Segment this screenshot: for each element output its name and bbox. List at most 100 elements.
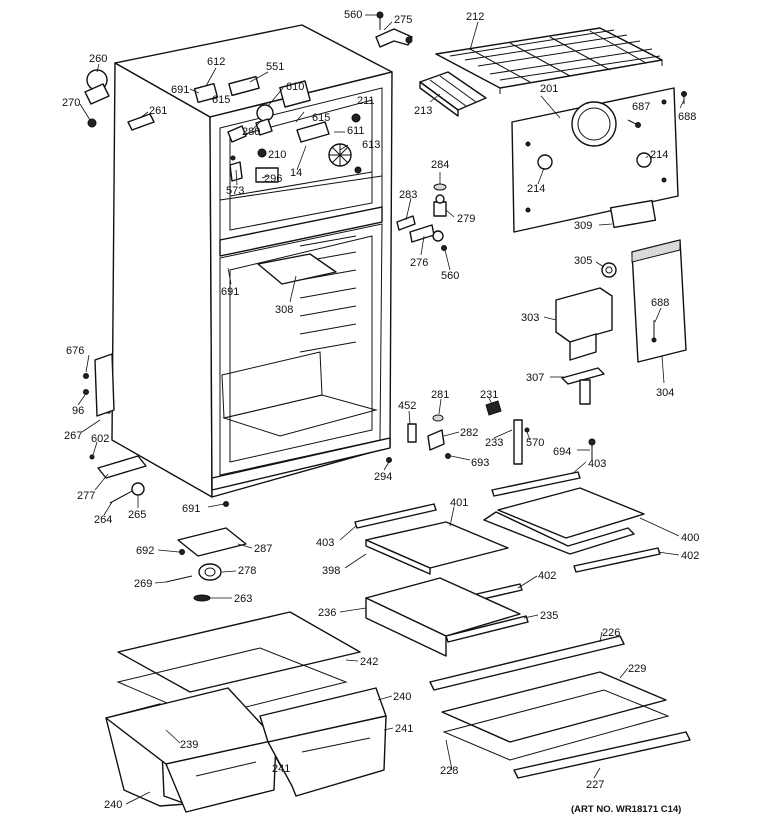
- callout-398: 398: [322, 565, 340, 577]
- ice-tray: [419, 71, 487, 117]
- callout-227: 227: [586, 779, 604, 791]
- callout-269: 269: [134, 578, 152, 590]
- callout-240: 240: [393, 691, 411, 703]
- callout-96: 96: [72, 405, 84, 417]
- callout-615: 615: [212, 94, 230, 106]
- callout-613: 613: [362, 139, 380, 151]
- callout-263: 263: [234, 593, 252, 605]
- callout-261: 261: [149, 105, 167, 117]
- callout-260: 260: [89, 53, 107, 65]
- callout-265: 265: [128, 509, 146, 521]
- callout-211: 211: [357, 95, 375, 107]
- callout-551: 551: [266, 61, 284, 73]
- callout-240-b: 240: [104, 799, 122, 811]
- callout-309: 309: [574, 220, 592, 232]
- callout-403-b: 403: [316, 537, 334, 549]
- callout-236: 236: [318, 607, 336, 619]
- callout-239: 239: [180, 739, 198, 751]
- callout-214-b: 214: [650, 149, 668, 161]
- callout-560: 560: [344, 9, 362, 21]
- callout-303: 303: [521, 312, 539, 324]
- callout-201: 201: [540, 83, 558, 95]
- lower-hinge-left: [83, 353, 115, 417]
- callout-228: 228: [440, 765, 458, 777]
- callout-294: 294: [374, 471, 392, 483]
- left-top-parts: [84, 69, 155, 131]
- callout-276: 276: [410, 257, 428, 269]
- callout-573: 573: [226, 185, 244, 197]
- callout-210: 210: [268, 149, 286, 161]
- callout-296: 296: [264, 173, 282, 185]
- callout-229: 229: [628, 663, 646, 675]
- bottom-hinge: [165, 527, 247, 602]
- callout-612: 612: [207, 56, 225, 68]
- callout-402-b: 402: [538, 570, 556, 582]
- callout-400: 400: [681, 532, 699, 544]
- callout-242: 242: [360, 656, 378, 668]
- callout-693: 693: [471, 457, 489, 469]
- callout-14: 14: [290, 167, 302, 179]
- crisper-assembly: [105, 611, 387, 813]
- callout-282: 282: [460, 427, 478, 439]
- lower-left-parts: [89, 454, 392, 507]
- damper-parts: [396, 183, 447, 251]
- callout-233: 233: [485, 437, 503, 449]
- callout-304: 304: [656, 387, 674, 399]
- callout-570: 570: [526, 437, 544, 449]
- callout-687: 687: [632, 101, 650, 113]
- callout-305: 305: [574, 255, 592, 267]
- fresh-food-shelves: [354, 471, 691, 779]
- freezer-wire-shelf: [435, 27, 663, 94]
- callout-226: 226: [602, 627, 620, 639]
- callout-691-c: 691: [182, 503, 200, 515]
- callout-560-b: 560: [441, 270, 459, 282]
- callout-241-b: 241: [272, 763, 290, 775]
- top-hinge: [375, 11, 413, 48]
- callout-403: 403: [588, 458, 606, 470]
- callout-280: 280: [242, 126, 260, 138]
- freezer-fan-assembly: [193, 75, 362, 183]
- callout-labels: 560 275 212 260 612 551 691 615 610 270 …: [62, 9, 699, 811]
- callout-691-b: 691: [221, 286, 239, 298]
- callout-688: 688: [678, 111, 696, 123]
- callout-235: 235: [540, 610, 558, 622]
- leader-lines: [77, 14, 685, 805]
- callout-281: 281: [431, 389, 449, 401]
- callout-452: 452: [398, 400, 416, 412]
- callout-688-b: 688: [651, 297, 669, 309]
- callout-692: 692: [136, 545, 154, 557]
- callout-264: 264: [94, 514, 112, 526]
- callout-602: 602: [91, 433, 109, 445]
- callout-402: 402: [681, 550, 699, 562]
- callout-401: 401: [450, 497, 468, 509]
- callout-277: 277: [77, 490, 95, 502]
- bracket-308: [257, 253, 337, 285]
- callout-213: 213: [414, 105, 432, 117]
- mid-right-small-parts: [407, 400, 596, 465]
- callout-308: 308: [275, 304, 293, 316]
- art-number: (ART NO. WR18171 C14): [571, 804, 681, 815]
- screws-top-right: [627, 91, 687, 128]
- cabinet: [103, 24, 393, 498]
- label-309: [609, 199, 657, 229]
- callout-610: 610: [286, 81, 304, 93]
- callout-307: 307: [526, 372, 544, 384]
- callout-212: 212: [466, 11, 484, 23]
- callout-275: 275: [394, 14, 412, 26]
- callout-691: 691: [171, 84, 189, 96]
- callout-615-b: 615: [312, 112, 330, 124]
- callout-241: 241: [395, 723, 413, 735]
- callout-214: 214: [527, 183, 545, 195]
- callout-611: 611: [347, 125, 365, 137]
- control-parts: [555, 239, 687, 405]
- callout-284: 284: [431, 159, 449, 171]
- callout-283: 283: [399, 189, 417, 201]
- callout-278: 278: [238, 565, 256, 577]
- callout-270: 270: [62, 97, 80, 109]
- callout-267: 267: [64, 430, 82, 442]
- callout-694: 694: [553, 446, 571, 458]
- callout-231: 231: [480, 389, 498, 401]
- callout-279: 279: [457, 213, 475, 225]
